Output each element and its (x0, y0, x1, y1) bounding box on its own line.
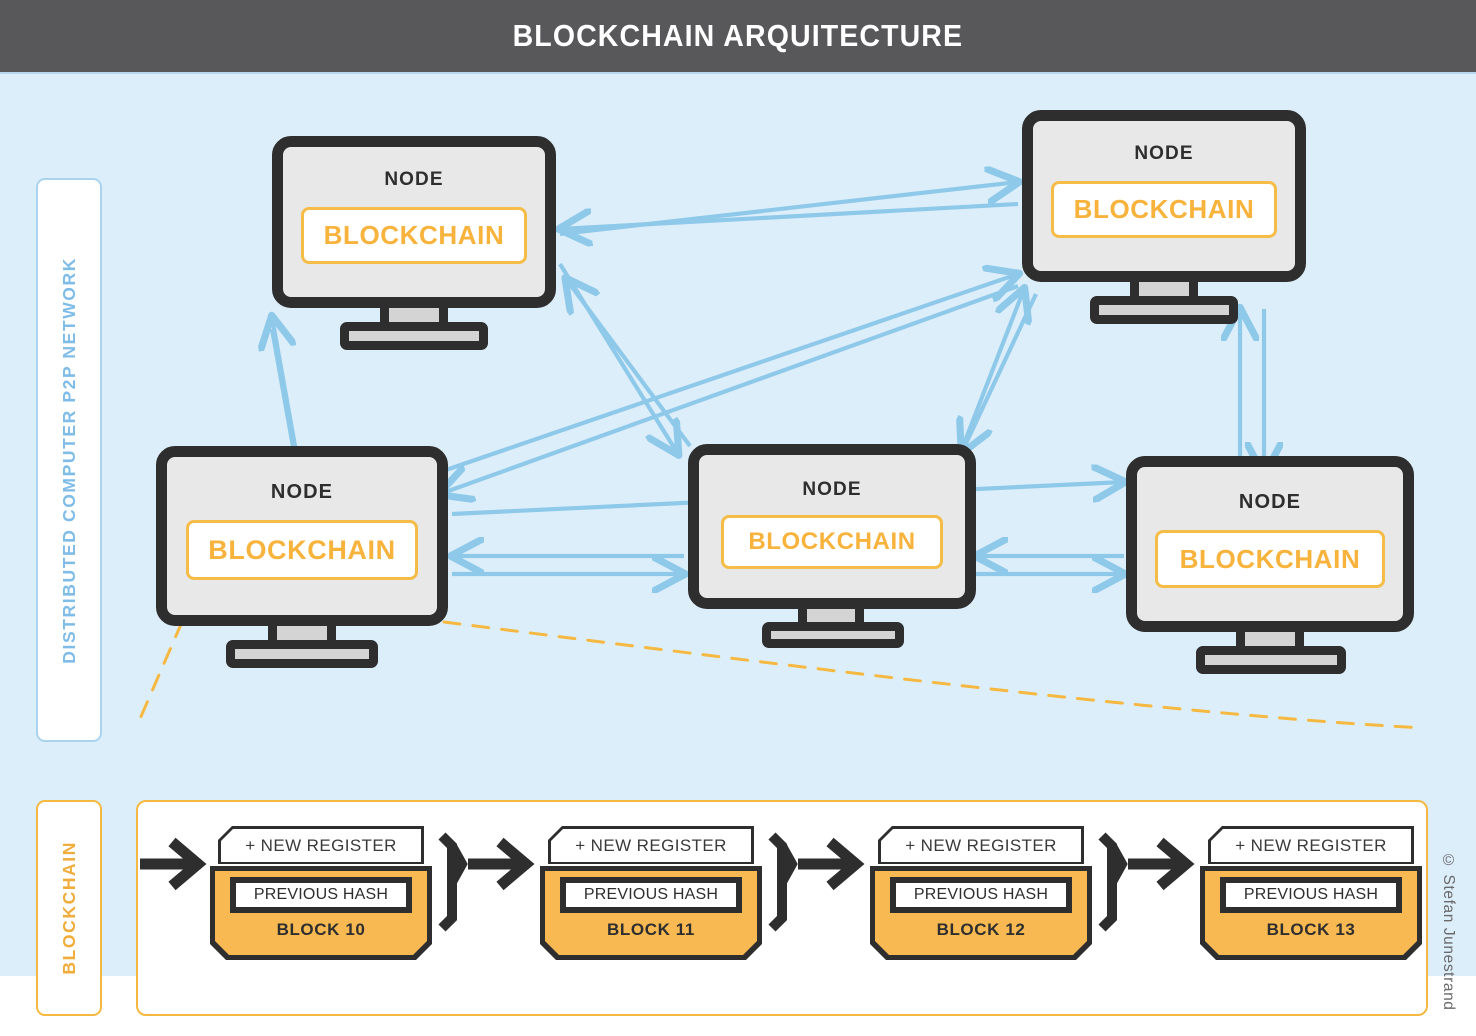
monitor-base (226, 640, 378, 668)
node-blockchain-box[interactable]: BLOCKCHAIN (186, 520, 418, 580)
new-register-button[interactable]: + NEW REGISTER (551, 829, 751, 862)
node-title: NODE (802, 479, 862, 500)
link-middle-to-topleft (566, 279, 692, 448)
title-bar: BLOCKCHAIN ARQUITECTURE (0, 0, 1476, 72)
node-title: NODE (1134, 143, 1194, 164)
block-item[interactable]: + NEW REGISTER PREVIOUS HASH BLOCK 11 (540, 826, 762, 986)
node-screen: NODE BLOCKCHAIN (156, 446, 448, 626)
node-blockchain-label: BLOCKCHAIN (323, 220, 505, 250)
node-screen: NODE BLOCKCHAIN (688, 444, 976, 609)
link-bottomleft-to-topright (439, 274, 1018, 474)
block-body: PREVIOUS HASH BLOCK 11 (545, 871, 757, 955)
node-blockchain-label: BLOCKCHAIN (1073, 194, 1255, 224)
zoom-connector-layer (134, 620, 1426, 730)
node-title: NODE (270, 481, 334, 503)
node-blockchain-label: BLOCKCHAIN (1179, 543, 1361, 574)
previous-hash-field: PREVIOUS HASH (230, 877, 412, 913)
monitor-base (1196, 646, 1346, 674)
monitor-base (762, 622, 904, 648)
node-title: NODE (384, 169, 444, 190)
new-register-button[interactable]: + NEW REGISTER (881, 829, 1081, 862)
link-topright-to-middle (962, 293, 1038, 452)
node-screen: NODE BLOCKCHAIN (272, 136, 556, 308)
node-blockchain-box[interactable]: BLOCKCHAIN (721, 515, 943, 569)
link-topright-to-bottomleft (440, 284, 1019, 494)
block-body: PREVIOUS HASH BLOCK 12 (875, 871, 1087, 955)
node-blockchain-box[interactable]: BLOCKCHAIN (1155, 530, 1385, 588)
node-bottom-right[interactable]: NODE BLOCKCHAIN (1126, 456, 1414, 674)
new-register-button[interactable]: + NEW REGISTER (1211, 829, 1411, 862)
previous-hash-field: PREVIOUS HASH (1220, 877, 1402, 913)
link-topright-to-topleft (560, 201, 1019, 229)
previous-hash-field: PREVIOUS HASH (560, 877, 742, 913)
monitor-base (340, 322, 488, 350)
node-blockchain-box[interactable]: BLOCKCHAIN (301, 207, 527, 264)
block-item[interactable]: + NEW REGISTER PREVIOUS HASH BLOCK 10 (210, 826, 432, 986)
sidebar-blockchain-label: BLOCKCHAIN (58, 841, 79, 975)
node-screen: NODE BLOCKCHAIN (1022, 110, 1306, 282)
block-item-clip: + NEW REGISTER PREVIOUS HASH BLOCK 13 (1200, 826, 1424, 996)
zoom-connector-left (134, 620, 184, 730)
page-title: BLOCKCHAIN ARQUITECTURE (512, 18, 964, 53)
block-label: BLOCK 10 (276, 920, 366, 939)
block-label: BLOCK 13 (1266, 920, 1356, 939)
block-label: BLOCK 11 (607, 920, 695, 939)
previous-hash-field: PREVIOUS HASH (890, 877, 1072, 913)
new-register-button[interactable]: + NEW REGISTER (221, 829, 421, 862)
node-top-right[interactable]: NODE BLOCKCHAIN (1022, 110, 1306, 324)
sidebar-item-network[interactable]: DISTRIBUTED COMPUTER P2P NETWORK (36, 178, 102, 742)
block-body: PREVIOUS HASH BLOCK 13 (1205, 871, 1417, 955)
copyright-credit: © Stefan Junestrand (1430, 826, 1466, 1036)
node-bottom-left[interactable]: NODE BLOCKCHAIN (156, 446, 448, 668)
block-body: PREVIOUS HASH BLOCK 10 (215, 871, 427, 955)
block-label: BLOCK 12 (936, 920, 1026, 939)
block-item[interactable]: + NEW REGISTER PREVIOUS HASH BLOCK 12 (870, 826, 1092, 986)
node-blockchain-label: BLOCKCHAIN (208, 534, 396, 565)
copyright-text: © Stefan Junestrand (1440, 851, 1457, 1011)
node-middle[interactable]: NODE BLOCKCHAIN (688, 444, 976, 648)
node-blockchain-label: BLOCKCHAIN (748, 528, 916, 555)
node-title: NODE (1238, 491, 1302, 513)
sidebar-item-blockchain[interactable]: BLOCKCHAIN (36, 800, 102, 1016)
node-top-left[interactable]: NODE BLOCKCHAIN (272, 136, 556, 350)
monitor-base (1090, 296, 1238, 324)
zoom-connector-right (442, 620, 1426, 730)
node-blockchain-box[interactable]: BLOCKCHAIN (1051, 181, 1277, 238)
node-screen: NODE BLOCKCHAIN (1126, 456, 1414, 632)
diagram-canvas: DISTRIBUTED COMPUTER P2P NETWORK BLOCKCH… (0, 72, 1476, 1016)
block-item[interactable]: + NEW REGISTER PREVIOUS HASH BLOCK 13 (1200, 826, 1422, 986)
sidebar-network-label: DISTRIBUTED COMPUTER P2P NETWORK (58, 256, 79, 664)
